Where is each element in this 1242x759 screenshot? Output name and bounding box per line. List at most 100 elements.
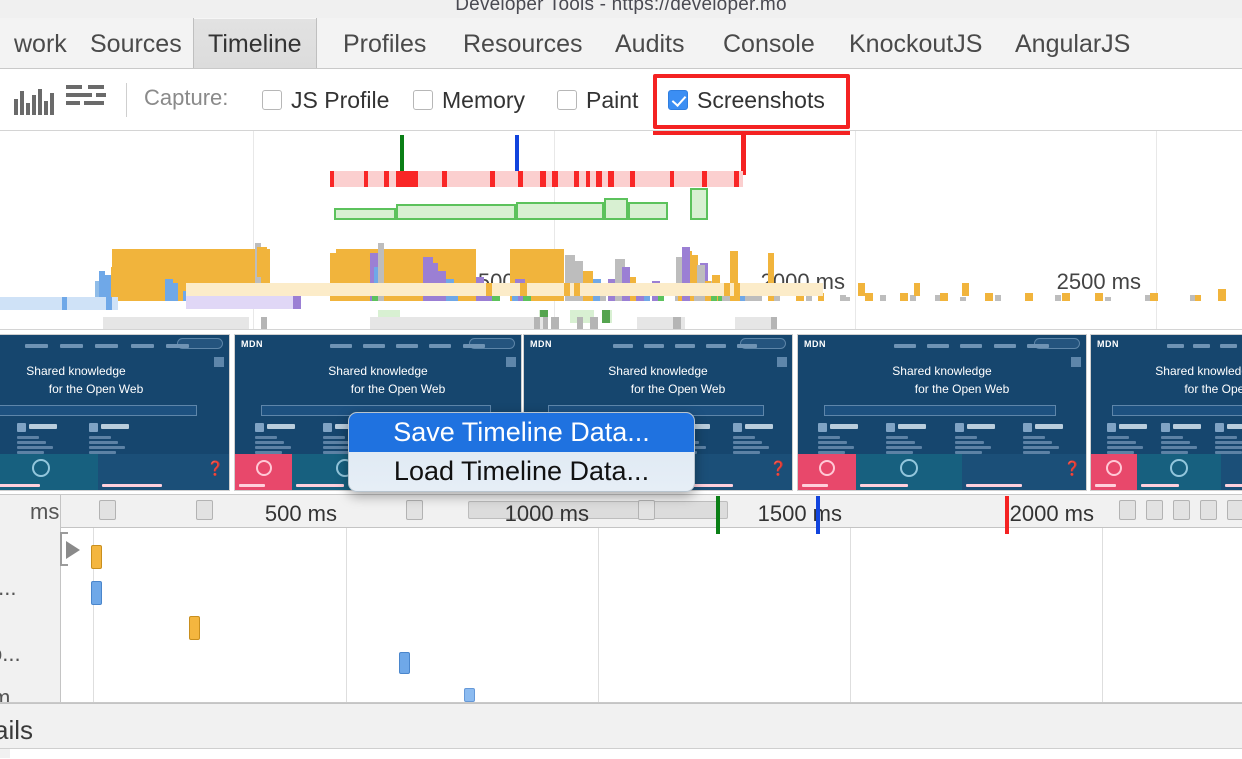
list-segment [84, 101, 104, 105]
tab-profiles[interactable]: Profiles [343, 30, 427, 58]
context-menu[interactable]: Save Timeline Data... Load Timeline Data.… [348, 412, 695, 492]
event-scripting-2[interactable] [189, 616, 200, 640]
frame-nav-square [777, 357, 787, 367]
tab-knockoutjs[interactable]: KnockoutJS [849, 30, 983, 58]
tab-sources[interactable]: Sources [90, 30, 182, 58]
scripting-tick [574, 283, 580, 296]
checkbox-box[interactable] [413, 90, 433, 110]
flame-chart-view-icon[interactable] [14, 85, 54, 115]
frame-column-link [955, 441, 984, 444]
frame-nav-square [214, 357, 224, 367]
frame-column-link [818, 436, 840, 439]
system-strip [370, 317, 545, 329]
devtools-tabstrip: work Sources Timeline Profiles Resources Audi… [0, 18, 1242, 69]
event-painting-2[interactable] [399, 652, 410, 674]
frame-cards: ❓ [798, 454, 1086, 490]
resize-handle[interactable] [638, 500, 655, 520]
frame-column-heading [267, 424, 295, 429]
resize-handle[interactable] [1119, 500, 1136, 520]
cpu-activity-bar [168, 283, 178, 301]
event-scripting-1[interactable] [91, 545, 102, 569]
list-segment [96, 93, 106, 97]
scripting-tick [858, 283, 865, 296]
cpu-activity-bar [818, 293, 824, 301]
tab-work[interactable]: work [14, 30, 67, 58]
tab-angularjs[interactable]: AngularJS [1015, 30, 1131, 58]
mozilla-mark-icon: ❓ [206, 460, 224, 476]
tab-timeline[interactable]: Timeline [193, 18, 317, 68]
list-segment [88, 85, 104, 89]
resize-handle[interactable] [1200, 500, 1217, 520]
frame-card-text [0, 484, 40, 487]
checkbox-memory[interactable]: Memory [413, 85, 525, 115]
cpu-activity-bar [1145, 295, 1151, 301]
flame-chart-group-label[interactable]: ms [30, 499, 60, 524]
overview-window-scrollbar[interactable] [468, 501, 728, 519]
expand-group-triangle[interactable] [66, 541, 80, 559]
network-request-tick [702, 171, 707, 187]
frame-column-heading [745, 424, 773, 429]
frame-column-icon [886, 423, 895, 432]
flame-chart-group-label[interactable]: .... [0, 575, 17, 600]
frame-column-heading [682, 424, 710, 429]
frame-column-heading [1035, 424, 1063, 429]
event-painting-3[interactable] [464, 688, 475, 702]
flame-chart-divider [850, 528, 851, 702]
flame-chart-group-label[interactable]: o... [0, 641, 21, 666]
frame-column-icon [1215, 423, 1224, 432]
frame-headline-1: Shared knowledge [1155, 364, 1242, 378]
frame-nav-item [463, 344, 485, 348]
frame-column-link [17, 451, 44, 454]
frame-headline-1: Shared knowledge [608, 364, 708, 378]
annotation-pointer [741, 131, 746, 175]
scripting-tick [564, 283, 570, 296]
checkbox-js-profile[interactable]: JS Profile [262, 85, 389, 115]
checkbox-paint[interactable]: Paint [557, 85, 638, 115]
frame-nav-item [706, 344, 726, 348]
cpu-activity-bar [690, 255, 698, 301]
frame-nav-item [960, 344, 982, 348]
frame-nav-item [613, 344, 633, 348]
frame-headline-1: Shared knowledge [328, 364, 428, 378]
resize-handle[interactable] [1227, 500, 1242, 520]
frame-card [1091, 454, 1137, 490]
checkbox-box[interactable] [557, 90, 577, 110]
network-request-tick [586, 171, 590, 187]
frame-column-link [323, 436, 345, 439]
tab-resources[interactable]: Resources [463, 30, 583, 58]
checkbox-screenshots[interactable]: Screenshots [668, 85, 825, 115]
tab-console[interactable]: Console [723, 30, 815, 58]
frame-nav-item [1167, 344, 1184, 348]
tab-audits[interactable]: Audits [615, 30, 685, 58]
frame-column-link [733, 451, 760, 454]
event-painting-1[interactable] [91, 581, 102, 605]
frame-headline-2: for the Open Web [630, 382, 726, 396]
resize-handle[interactable] [406, 500, 423, 520]
frame-column-link [955, 451, 982, 454]
cpu-activity-bar [99, 271, 105, 301]
resize-handle[interactable] [196, 500, 213, 520]
resize-handle[interactable] [99, 500, 116, 520]
cpu-activity-bar [844, 297, 850, 301]
network-request-tick [574, 171, 579, 187]
resize-handle[interactable] [1173, 500, 1190, 520]
loading-strip [62, 297, 67, 310]
checkbox-box[interactable] [668, 90, 688, 110]
bar-segment [50, 93, 54, 115]
menu-item-save-timeline-data[interactable]: Save Timeline Data... [349, 413, 694, 452]
resize-handle[interactable] [1146, 500, 1163, 520]
event-list-view-icon[interactable] [66, 85, 106, 115]
menu-item-load-timeline-data[interactable]: Load Timeline Data... [393, 456, 650, 486]
checkbox-box[interactable] [262, 90, 282, 110]
system-strip [551, 317, 559, 329]
frame-column-icon [323, 423, 332, 432]
flame-chart-group-label[interactable]: m [0, 685, 10, 702]
tab-details[interactable]: ails [0, 715, 34, 745]
